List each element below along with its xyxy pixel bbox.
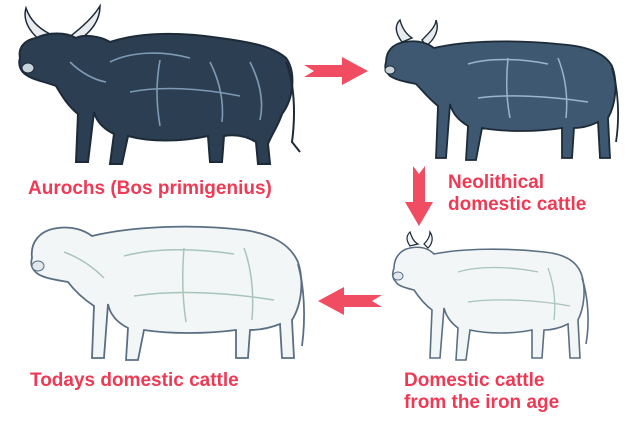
aurochs-bull-icon [10,2,302,174]
neolithic-caption-line-2: domestic cattle [448,194,586,216]
today-caption: Todays domestic cattle [30,370,239,392]
today-caption-line: Todays domestic cattle [30,370,239,392]
arrow-right-icon [302,56,370,86]
todays-cattle-icon [24,212,308,364]
iron-age-cattle-icon [388,232,592,366]
arrow-left-icon [316,286,384,316]
iron-age-caption-line-1: Domestic cattle [404,370,559,392]
neolithic-cattle-icon [378,18,626,170]
arrow-down-icon [404,164,434,228]
iron-age-caption: Domestic cattle from the iron age [404,370,559,415]
aurochs-caption: Aurochs (Bos primigenius) [28,178,272,200]
neolithic-caption-line-1: Neolithical [448,172,586,194]
aurochs-caption-line: Aurochs (Bos primigenius) [28,178,272,200]
neolithic-caption: Neolithical domestic cattle [448,172,586,217]
iron-age-caption-line-2: from the iron age [404,392,559,414]
